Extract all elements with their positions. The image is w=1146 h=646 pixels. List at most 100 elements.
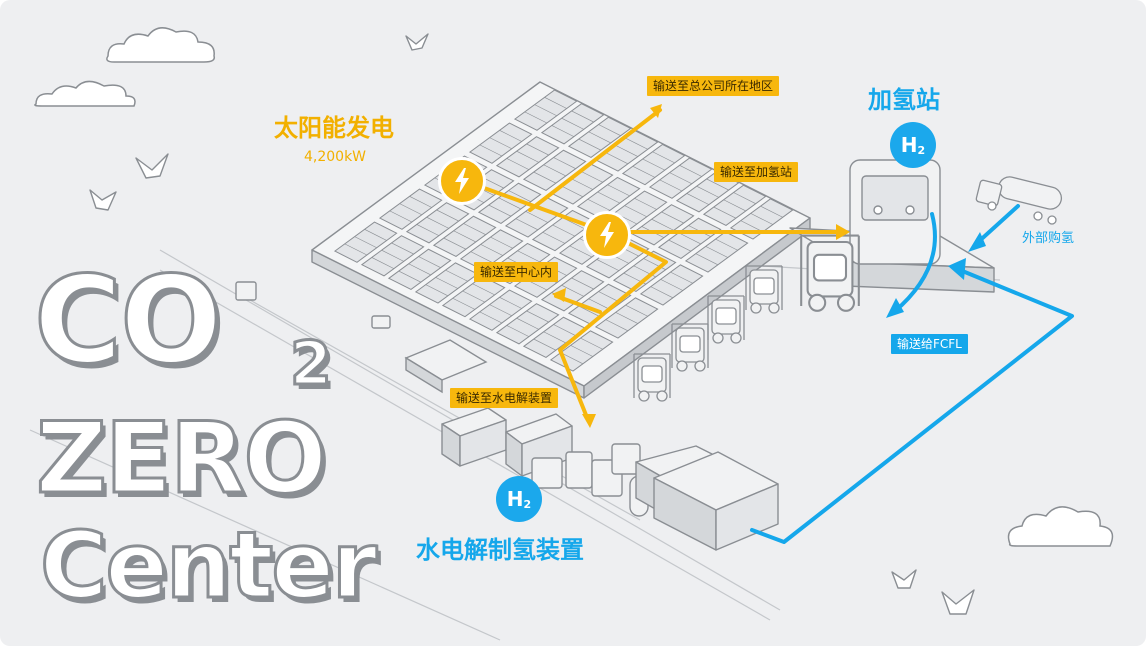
panel-line bbox=[553, 157, 576, 169]
panel-line bbox=[615, 312, 638, 324]
panel-line bbox=[760, 205, 783, 218]
forklift-part bbox=[694, 360, 706, 372]
panel-line bbox=[544, 97, 567, 109]
tag-to-electrolysis: 输送至水电解装置 bbox=[450, 388, 559, 408]
panel-line bbox=[435, 277, 458, 289]
arrowhead bbox=[552, 288, 566, 302]
forklift-part bbox=[730, 332, 742, 344]
panel-line bbox=[426, 216, 449, 229]
forklift-part bbox=[712, 332, 724, 344]
panel-line bbox=[552, 224, 575, 237]
tag-to-hq: 输送至总公司所在地区 bbox=[647, 76, 780, 96]
panel-line bbox=[705, 246, 728, 258]
panel-line bbox=[587, 198, 611, 211]
forklift-part bbox=[638, 390, 650, 402]
panel-line bbox=[634, 198, 657, 210]
clouds bbox=[34, 27, 1114, 547]
badge-letter: H bbox=[506, 487, 524, 511]
panel-line bbox=[489, 304, 512, 317]
flow-to-hq bbox=[528, 108, 662, 212]
forklift-part bbox=[679, 335, 701, 353]
pipeline-to-station bbox=[750, 268, 1074, 544]
panel-line bbox=[695, 253, 719, 266]
forklift-part bbox=[676, 360, 688, 372]
panel-line bbox=[723, 199, 746, 212]
yellow-arrowheads bbox=[552, 104, 850, 428]
panel-line bbox=[625, 137, 648, 150]
cloud bbox=[1007, 506, 1114, 547]
bird bbox=[89, 189, 117, 211]
panel-line bbox=[371, 257, 395, 269]
tag-to-fcfl: 输送给FCFL bbox=[891, 334, 968, 354]
panel-line bbox=[524, 111, 548, 124]
forklift-part bbox=[812, 253, 848, 282]
arrowhead bbox=[886, 298, 904, 318]
panel-line bbox=[571, 110, 594, 123]
panel-line bbox=[515, 218, 539, 231]
external-purchase-label: 外部购氢 bbox=[1022, 231, 1075, 246]
panel-line bbox=[678, 232, 701, 245]
bird bbox=[941, 589, 975, 615]
forklift-part bbox=[753, 277, 775, 295]
panel-line bbox=[489, 137, 512, 150]
panel-line bbox=[588, 131, 611, 144]
panel-line bbox=[533, 338, 557, 351]
solar-title: 太阳能发电 bbox=[274, 114, 394, 142]
panel-line bbox=[416, 224, 440, 236]
panel-line bbox=[381, 249, 404, 262]
panel-line bbox=[499, 297, 522, 309]
forklift bbox=[800, 234, 860, 312]
panel-line bbox=[480, 244, 503, 256]
title-co: CO bbox=[32, 252, 223, 391]
bird bbox=[405, 33, 429, 51]
panel-line bbox=[391, 242, 414, 255]
flow-external bbox=[974, 204, 1020, 246]
panel-line bbox=[669, 172, 692, 185]
panel-line bbox=[425, 284, 449, 297]
panel-line bbox=[453, 230, 476, 243]
panel-line bbox=[526, 143, 549, 156]
panel-line bbox=[696, 185, 719, 198]
electrolysis-title: 水电解制氢装置 bbox=[416, 536, 584, 564]
arrowhead bbox=[836, 224, 850, 240]
panel-line bbox=[418, 256, 441, 268]
panel-line bbox=[740, 220, 764, 233]
panel-line bbox=[445, 269, 468, 282]
panel-line bbox=[615, 145, 638, 157]
panel-line bbox=[561, 284, 584, 297]
panel-line bbox=[443, 237, 467, 250]
arrowhead bbox=[968, 232, 986, 252]
panel-line bbox=[679, 165, 702, 177]
title-zero: ZERO bbox=[35, 402, 329, 516]
forklift-part bbox=[715, 307, 737, 325]
tanker-truck bbox=[975, 176, 1063, 225]
forklift bbox=[745, 265, 783, 314]
forklift-part bbox=[656, 390, 668, 402]
forklift bbox=[671, 323, 709, 372]
panel-line bbox=[578, 138, 602, 151]
forklift-part bbox=[768, 302, 780, 314]
panel-line bbox=[479, 311, 503, 324]
panel-line bbox=[560, 352, 584, 365]
panel-line bbox=[526, 310, 549, 323]
panel-line bbox=[668, 239, 692, 252]
panel-line bbox=[479, 144, 503, 157]
panel-line bbox=[706, 178, 729, 191]
panel-line bbox=[506, 325, 530, 337]
panel-line bbox=[398, 270, 422, 283]
panel-line bbox=[650, 286, 674, 299]
panel-line bbox=[580, 337, 603, 350]
panel-line bbox=[561, 117, 584, 130]
panel-line bbox=[571, 277, 594, 290]
bird bbox=[891, 569, 917, 589]
panel-line bbox=[605, 152, 629, 165]
panel-line bbox=[670, 271, 693, 284]
panel-line bbox=[659, 179, 683, 192]
panel-line bbox=[542, 231, 566, 244]
panel-line bbox=[632, 165, 656, 178]
cloud bbox=[106, 27, 216, 63]
panel-line bbox=[607, 184, 630, 197]
station-title: 加氢站 bbox=[868, 86, 940, 114]
